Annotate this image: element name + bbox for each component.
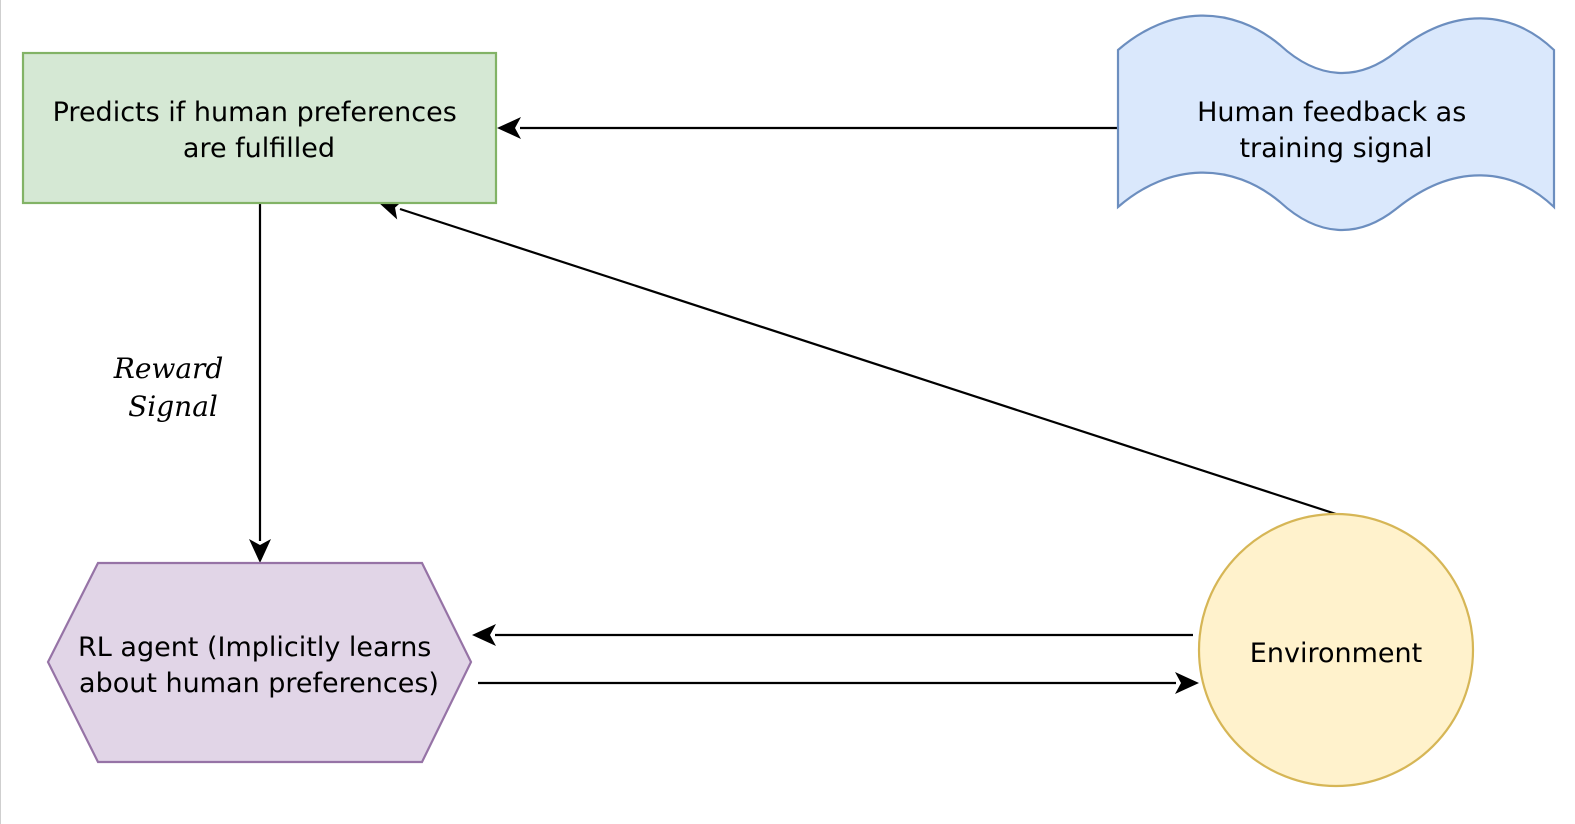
rl-agent-shape (46, 561, 473, 764)
human-feedback-label-line-2: training signal (1239, 133, 1432, 164)
edge-agent-to-environment (478, 672, 1199, 694)
reward-model-label: Predicts if human preferences are fulfil… (53, 97, 466, 164)
edge-environment-to-agent-arrowhead (472, 624, 496, 646)
rl-agent-label-line-2: about human preferences) (79, 668, 439, 699)
reward-model-label-line-1: Predicts if human preferences (53, 97, 457, 128)
edge-reward-signal-arrowhead (249, 539, 271, 563)
edge-environment-to-model-arrowhead (378, 199, 404, 220)
reward-model-shape (21, 51, 498, 205)
canvas-left-border (0, 0, 1, 824)
reward-signal-label-line-2: Signal (128, 390, 218, 423)
environment-node[interactable]: Environment (1197, 512, 1475, 788)
human-feedback-label-line-1: Human feedback as (1197, 97, 1466, 128)
reward-signal-label-line-1: Reward (113, 352, 224, 385)
human-feedback-shape (1116, 14, 1556, 231)
edge-reward-signal (249, 203, 271, 563)
rl-agent-label-line-1: RL agent (Implicitly learns (78, 632, 431, 663)
edge-agent-to-environment-arrowhead (1175, 672, 1199, 694)
environment-shape (1197, 512, 1475, 788)
edge-environment-to-agent (472, 624, 1193, 646)
reward-model-node[interactable]: Predicts if human preferences are fulfil… (21, 51, 498, 205)
environment-label: Environment (1250, 638, 1422, 669)
rl-agent-label: RL agent (Implicitly learns about human … (78, 632, 440, 699)
edge-feedback-to-model (497, 117, 1118, 139)
rl-agent-node[interactable]: RL agent (Implicitly learns about human … (46, 561, 473, 764)
human-feedback-label: Human feedback as training signal (1197, 97, 1475, 164)
edge-environment-to-model-line (399, 207, 1337, 516)
reward-signal-label: Reward Signal (113, 352, 233, 423)
environment-label-line-1: Environment (1250, 638, 1422, 669)
edge-feedback-to-model-arrowhead (497, 117, 521, 139)
human-feedback-node[interactable]: Human feedback as training signal (1116, 14, 1556, 231)
reward-model-label-line-2: are fulfilled (183, 133, 335, 164)
edge-environment-to-model (378, 199, 1337, 516)
